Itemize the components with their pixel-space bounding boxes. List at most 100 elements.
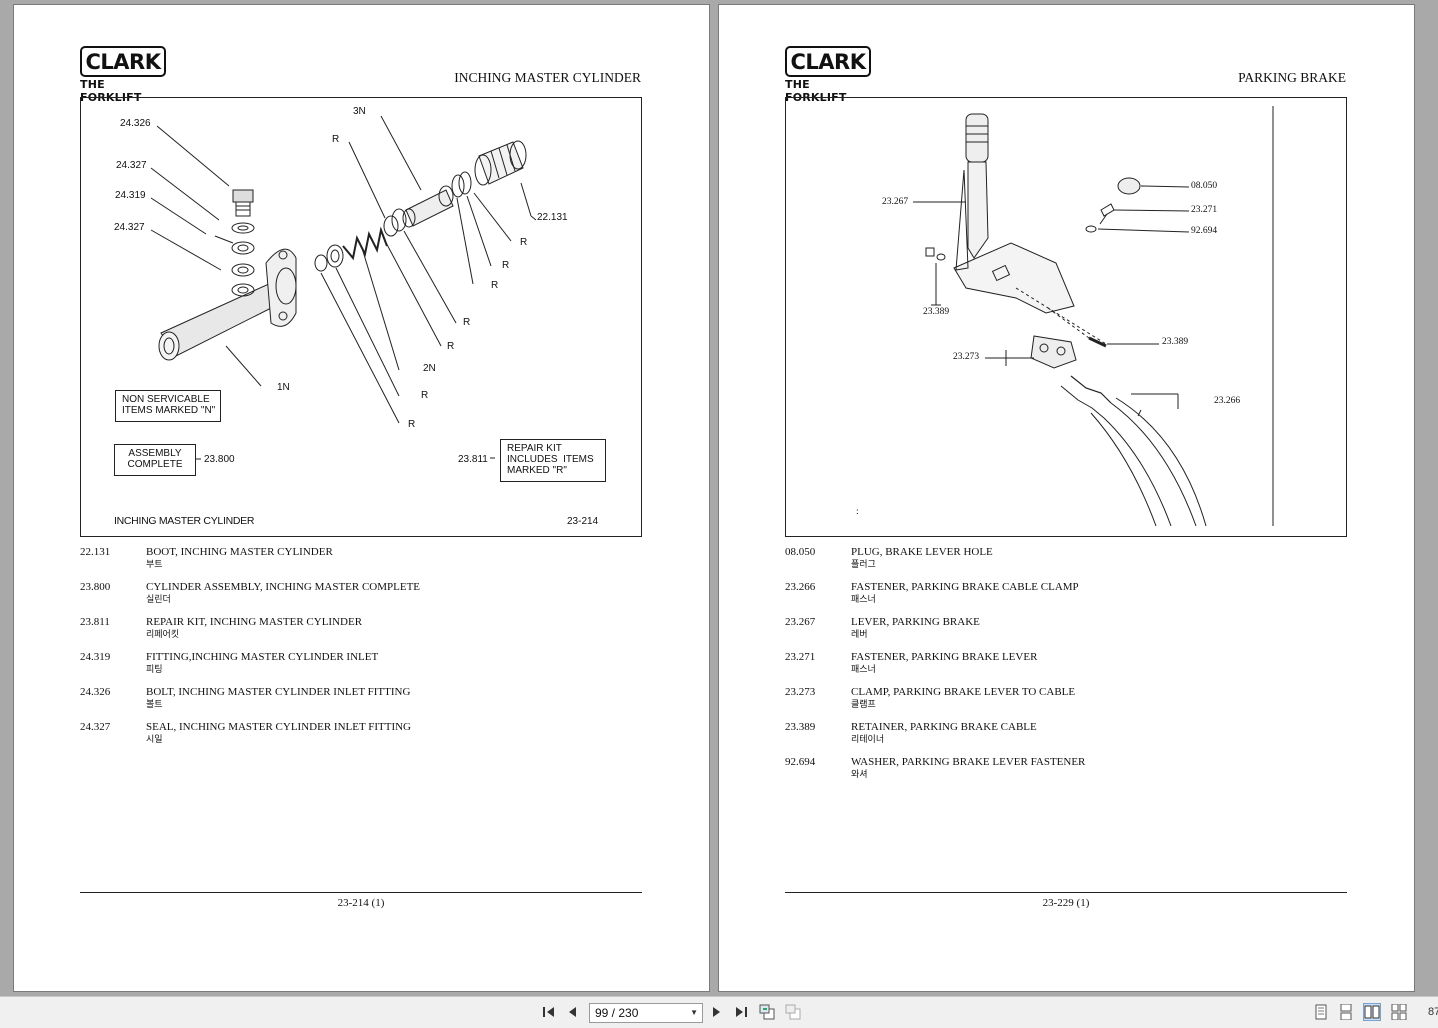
part-description: FASTENER, PARKING BRAKE LEVER bbox=[851, 651, 1038, 663]
part-korean-name: 리페어킷 bbox=[146, 630, 180, 640]
callout-92-694: 92.694 bbox=[1191, 226, 1218, 236]
callout-23-273: 23.273 bbox=[953, 352, 980, 362]
part-number: 23.800 bbox=[80, 581, 111, 593]
part-number: 23.811 bbox=[80, 616, 110, 628]
callout-r: R bbox=[491, 280, 499, 291]
first-page-icon[interactable] bbox=[540, 1003, 558, 1021]
previous-view-icon[interactable] bbox=[759, 1003, 777, 1021]
part-number: 22.131 bbox=[80, 546, 111, 558]
part-number: 24.327 bbox=[80, 721, 111, 733]
part-number: 24.319 bbox=[80, 651, 111, 663]
callout-23-271: 23.271 bbox=[1191, 205, 1218, 215]
repair-kit-number: 23.811 bbox=[458, 454, 488, 465]
continuous-page-icon[interactable] bbox=[1337, 1003, 1355, 1021]
part-description: CLAMP, PARKING BRAKE LEVER TO CABLE bbox=[851, 686, 1076, 698]
callout-24-326: 24.326 bbox=[120, 118, 151, 129]
callout-22-131: 22.131 bbox=[537, 212, 568, 223]
next-view-icon[interactable] bbox=[785, 1003, 803, 1021]
parking-brake-drawing bbox=[913, 106, 1274, 527]
callout-r: R bbox=[463, 317, 471, 328]
callout-24-327: 24.327 bbox=[116, 160, 147, 171]
part-korean-name: 플러그 bbox=[851, 560, 876, 570]
part-korean-name: 패스너 bbox=[851, 665, 876, 675]
parts-list: 22.131 BOOT, INCHING MASTER CYLINDER 부트 … bbox=[80, 546, 640, 756]
logo-brand: CLARK bbox=[785, 46, 871, 77]
page-number: 23-229 (1) bbox=[1042, 897, 1090, 909]
clark-logo: CLARK THE FORKLIFT bbox=[785, 46, 871, 104]
part-korean-name: 패스너 bbox=[851, 595, 876, 605]
part-description: BOOT, INCHING MASTER CYLINDER bbox=[146, 546, 333, 558]
single-page-icon[interactable] bbox=[1312, 1003, 1330, 1021]
callout-r: R bbox=[408, 419, 416, 430]
page-indicator: 99 / 230 bbox=[595, 1006, 639, 1020]
part-description: PLUG, BRAKE LEVER HOLE bbox=[851, 546, 993, 558]
part-number: 24.326 bbox=[80, 686, 111, 698]
assembly-number: 23.800 bbox=[204, 454, 235, 465]
list-item: 23.811 REPAIR KIT, INCHING MASTER CYLIND… bbox=[80, 616, 640, 651]
part-number: 92.694 bbox=[785, 756, 816, 768]
logo-brand: CLARK bbox=[80, 46, 166, 77]
note-repair-kit: REPAIR KIT INCLUDES ITEMS MARKED "R" bbox=[500, 439, 606, 482]
part-description: RETAINER, PARKING BRAKE CABLE bbox=[851, 721, 1037, 733]
part-description: BOLT, INCHING MASTER CYLINDER INLET FITT… bbox=[146, 686, 411, 698]
chevron-down-icon: ▼ bbox=[690, 1008, 698, 1017]
part-description: LEVER, PARKING BRAKE bbox=[851, 616, 980, 628]
list-item: 24.319 FITTING,INCHING MASTER CYLINDER I… bbox=[80, 651, 640, 686]
page-number-select[interactable]: 99 / 230 ▼ bbox=[589, 1003, 703, 1023]
part-description: FITTING,INCHING MASTER CYLINDER INLET bbox=[146, 651, 379, 663]
list-item: 22.131 BOOT, INCHING MASTER CYLINDER 부트 bbox=[80, 546, 640, 581]
part-number: 08.050 bbox=[785, 546, 816, 558]
callout-r: R bbox=[421, 390, 429, 401]
part-description: REPAIR KIT, INCHING MASTER CYLINDER bbox=[146, 616, 363, 628]
callout-08-050: 08.050 bbox=[1191, 181, 1218, 191]
callout-23-389: 23.389 bbox=[923, 307, 950, 317]
callout-r: R bbox=[447, 341, 455, 352]
clark-logo: CLARK THE FORKLIFT bbox=[80, 46, 166, 104]
part-korean-name: 시일 bbox=[146, 735, 163, 745]
zoom-level[interactable]: 87 bbox=[1428, 1006, 1438, 1018]
list-item: 92.694 WASHER, PARKING BRAKE LEVER FASTE… bbox=[785, 756, 1345, 791]
callout-r: R bbox=[502, 260, 510, 271]
parts-list: 08.050 PLUG, BRAKE LEVER HOLE 플러그 23.266… bbox=[785, 546, 1345, 791]
callout-r: R bbox=[520, 237, 528, 248]
note-non-serviceable: NON SERVICABLE ITEMS MARKED "N" bbox=[115, 390, 221, 422]
page-number: 23-214 (1) bbox=[337, 897, 385, 909]
callout-2n: 2N bbox=[423, 363, 436, 374]
part-description: SEAL, INCHING MASTER CYLINDER INLET FITT… bbox=[146, 721, 411, 733]
part-korean-name: 리테이너 bbox=[851, 735, 885, 745]
list-item: 23.273 CLAMP, PARKING BRAKE LEVER TO CAB… bbox=[785, 686, 1345, 721]
list-item: 23.267 LEVER, PARKING BRAKE 레버 bbox=[785, 616, 1345, 651]
right-page: CLARK THE FORKLIFT PARKING BRAKE bbox=[718, 4, 1415, 992]
part-number: 23.271 bbox=[785, 651, 816, 663]
list-item: 23.266 FASTENER, PARKING BRAKE CABLE CLA… bbox=[785, 581, 1345, 616]
facing-pages-icon[interactable] bbox=[1363, 1003, 1381, 1021]
list-item: 23.271 FASTENER, PARKING BRAKE LEVER 패스너 bbox=[785, 651, 1345, 686]
part-korean-name: 클램프 bbox=[851, 700, 876, 710]
list-item: 23.800 CYLINDER ASSEMBLY, INCHING MASTER… bbox=[80, 581, 640, 616]
cylinder-drawing bbox=[150, 115, 537, 460]
exploded-diagram-inching-master-cylinder: 24.326 24.327 24.319 24.327 3N R 22.131 … bbox=[80, 97, 642, 537]
last-page-icon[interactable] bbox=[732, 1003, 750, 1021]
navigation-toolbar: 99 / 230 ▼ 87 bbox=[0, 996, 1438, 1028]
part-description: CYLINDER ASSEMBLY, INCHING MASTER COMPLE… bbox=[146, 581, 421, 593]
list-item: 23.389 RETAINER, PARKING BRAKE CABLE 리테이… bbox=[785, 721, 1345, 756]
part-description: FASTENER, PARKING BRAKE CABLE CLAMP bbox=[851, 581, 1079, 593]
note-assembly-complete: ASSEMBLY COMPLETE bbox=[114, 444, 196, 476]
list-item: 24.327 SEAL, INCHING MASTER CYLINDER INL… bbox=[80, 721, 640, 756]
next-page-icon[interactable] bbox=[707, 1003, 725, 1021]
callout-23-267: 23.267 bbox=[882, 197, 909, 207]
callout-23-266: 23.266 bbox=[1214, 396, 1241, 406]
section-title: PARKING BRAKE bbox=[1238, 70, 1346, 85]
part-korean-name: 실린더 bbox=[146, 595, 171, 605]
part-korean-name: 레버 bbox=[851, 630, 868, 640]
list-item: 08.050 PLUG, BRAKE LEVER HOLE 플러그 bbox=[785, 546, 1345, 581]
part-number: 23.389 bbox=[785, 721, 816, 733]
previous-page-icon[interactable] bbox=[564, 1003, 582, 1021]
continuous-facing-icon[interactable] bbox=[1390, 1003, 1408, 1021]
part-number: 23.267 bbox=[785, 616, 816, 628]
figure-number: 23-214 bbox=[567, 516, 599, 527]
footer-divider bbox=[785, 892, 1347, 893]
callout-1n: 1N bbox=[277, 382, 290, 393]
callout-23-389-second: 23.389 bbox=[1162, 337, 1189, 347]
part-korean-name: 와셔 bbox=[851, 770, 868, 780]
